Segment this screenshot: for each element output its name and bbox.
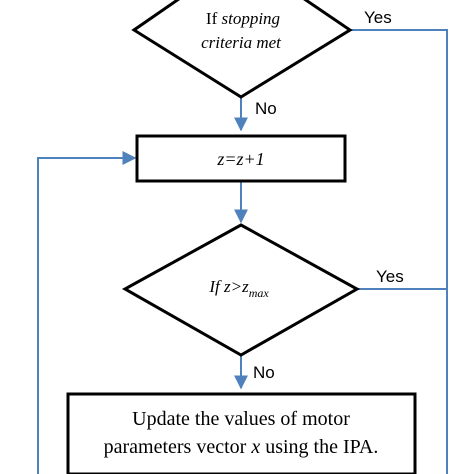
process-update-parameters: Update the values of motor parameters ve…	[66, 392, 417, 474]
decision-stopping-criteria-line2: criteria met	[201, 33, 282, 52]
process-increment-z: z=z+1	[135, 134, 347, 183]
decision-stopping-criteria-shape	[131, 0, 353, 99]
connectors	[37, 29, 448, 474]
process-update-parameters-line2: parameters vector x using the IPA.	[104, 436, 379, 458]
decision-z-greater-zmax-label: If z>zmax	[208, 277, 269, 300]
process-increment-z-label: z=z+1	[216, 149, 264, 169]
process-increment-z-shape	[135, 134, 347, 183]
label-no-1: No	[255, 99, 277, 118]
decision-z-greater-zmax-shape	[121, 223, 361, 357]
label-yes-1: Yes	[364, 8, 392, 27]
label-no-2: No	[253, 363, 275, 382]
connector-yes1-exit	[350, 29, 448, 474]
process-update-parameters-line1: Update the values of motor	[132, 408, 350, 430]
decision-z-greater-zmax: If z>zmax	[121, 223, 361, 357]
connector-loop-back	[37, 151, 137, 474]
label-yes-2: Yes	[376, 267, 404, 286]
decision-stopping-criteria-line1: If stopping	[206, 9, 280, 28]
decision-stopping-criteria: If stopping criteria met	[131, 0, 353, 99]
process-update-parameters-shape	[66, 392, 417, 474]
